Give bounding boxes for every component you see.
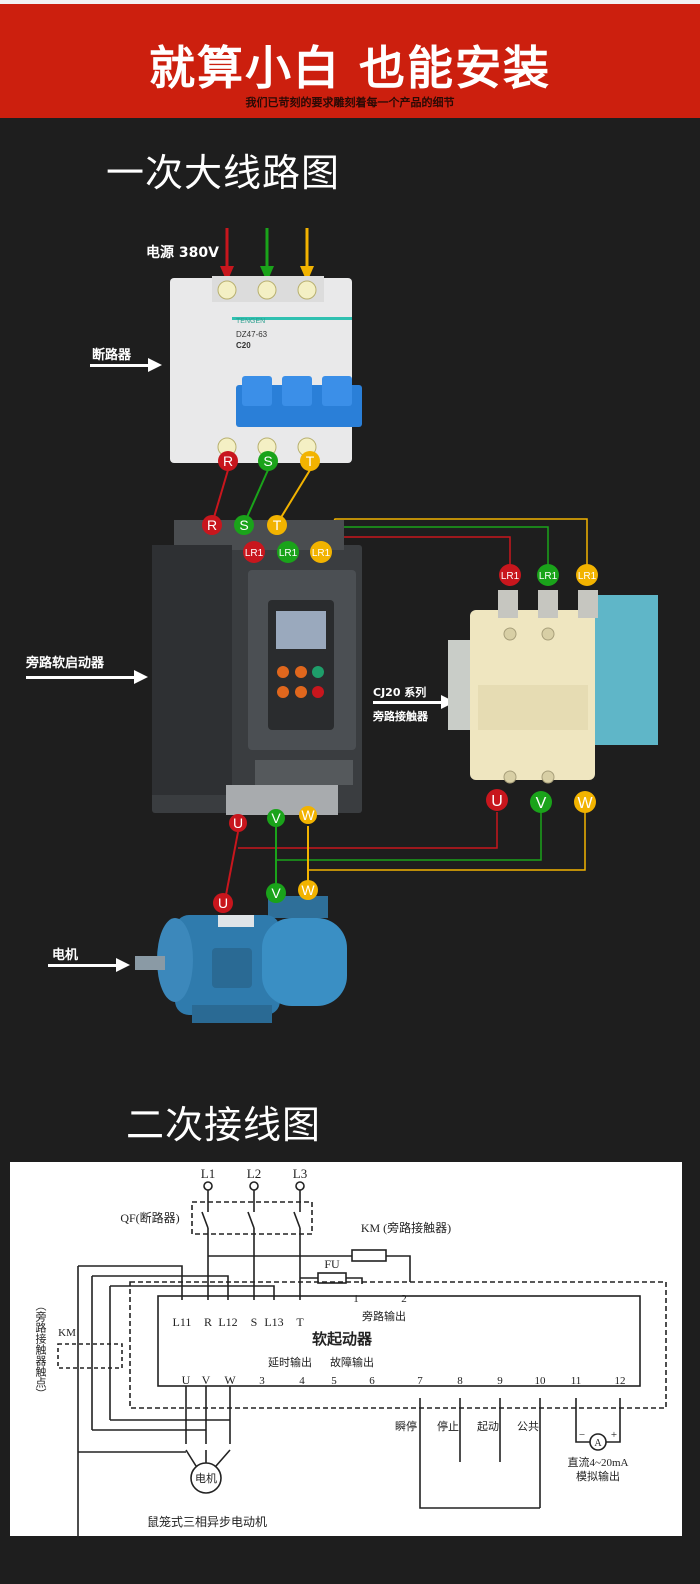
badge-lr1: LR1	[279, 548, 298, 559]
line-l3: L3	[293, 1166, 307, 1181]
badge-lr1: LR1	[245, 548, 264, 559]
terminal-8: 8	[457, 1375, 463, 1387]
terminal-l13: L13	[264, 1315, 283, 1329]
terminal-r: R	[204, 1315, 212, 1329]
badge-s: S	[263, 453, 272, 469]
terminal-4: 4	[299, 1375, 305, 1387]
power-label: 电源 380V	[146, 245, 219, 261]
analog-output-line1: 直流4~20mA	[568, 1455, 629, 1469]
terminal-3: 3	[259, 1375, 265, 1387]
motor-in-badges: U V W	[213, 880, 318, 913]
softstarter-label: 旁路软启动器	[26, 656, 105, 671]
badge-lr1: LR1	[501, 571, 520, 582]
ammeter-icon: A	[594, 1438, 602, 1449]
badge-w: W	[301, 807, 315, 823]
starter-name: 软起动器	[312, 1330, 373, 1348]
contactor-in-badges: LR1 LR1 LR1	[499, 564, 598, 586]
breaker-out-badges: R S T	[218, 451, 320, 471]
motor-label: 电机	[52, 948, 79, 963]
line-l1: L1	[201, 1166, 215, 1181]
secondary-circuit-title: 二次接线图	[126, 1103, 322, 1147]
label-instant-stop: 瞬停	[395, 1419, 417, 1433]
analog-minus: −	[579, 1429, 585, 1441]
circuit-breaker: TENGEN DZ47-63 C20	[170, 276, 362, 463]
top-border	[0, 0, 700, 4]
delay-output-label: 延时输出	[268, 1355, 312, 1369]
primary-circuit-title: 一次大线路图	[106, 151, 341, 195]
starter-in-badges: R S T	[202, 515, 287, 535]
badge-u: U	[218, 895, 228, 911]
km-contact-side-label: （旁路接触器触点）	[34, 1300, 47, 1399]
svg-text:C20: C20	[236, 341, 251, 350]
banner-subtitle: 我们已苛刻的要求雕刻着每一个产品的细节	[245, 96, 455, 109]
terminal-v: V	[202, 1373, 211, 1387]
label-common: 公共	[517, 1420, 539, 1433]
badge-v: V	[536, 795, 547, 812]
terminal-11: 11	[571, 1375, 582, 1387]
terminal-s: S	[251, 1315, 258, 1329]
bypass-terminal-1: 1	[353, 1293, 359, 1305]
badge-w: W	[577, 795, 593, 812]
starter-bypass-badges: LR1 LR1 LR1	[243, 541, 332, 563]
bypass-output-label: 旁路输出	[362, 1309, 406, 1323]
motor	[135, 896, 347, 1023]
badge-lr1: LR1	[539, 571, 558, 582]
starter-out-badges: U V W	[229, 806, 317, 832]
badge-r: R	[207, 517, 217, 533]
terminal-9: 9	[497, 1375, 503, 1387]
bypass-contactor	[448, 590, 658, 784]
km-contact-label: KM	[58, 1327, 76, 1339]
terminal-u: U	[182, 1373, 191, 1387]
badge-u: U	[491, 793, 503, 810]
terminal-w: W	[224, 1373, 236, 1387]
svg-text:DZ47-63: DZ47-63	[236, 330, 268, 339]
analog-plus: +	[611, 1429, 617, 1441]
terminal-5: 5	[331, 1375, 337, 1387]
terminal-l11: L11	[173, 1315, 192, 1329]
softstarter-arrow-icon	[26, 670, 148, 684]
qf-label: QF(断路器)	[120, 1210, 179, 1225]
contactor-series-label: CJ20 系列	[373, 686, 427, 699]
wiring-diagram-panel	[10, 1162, 682, 1536]
primary-circuit-illustration: TENGEN DZ47-63 C20	[135, 228, 658, 1023]
badge-lr1: LR1	[312, 548, 331, 559]
terminal-6: 6	[369, 1375, 375, 1387]
motor-arrow-icon	[48, 958, 130, 972]
soft-starter	[152, 520, 362, 815]
power-input-arrows	[220, 228, 314, 282]
motor-symbol: 电机	[195, 1471, 217, 1485]
breaker-label: 断路器	[92, 348, 132, 363]
banner-title: 就算小白 也能安装	[148, 41, 551, 95]
label-stop: 停止	[437, 1419, 459, 1433]
contactor-out-badges: U V W	[486, 789, 596, 813]
header-banner: 就算小白 也能安装 我们已苛刻的要求雕刻着每一个产品的细节	[0, 4, 700, 118]
motor-caption: 鼠笼式三相异步电动机	[147, 1514, 267, 1529]
badge-u: U	[233, 815, 243, 831]
badge-s: S	[239, 517, 248, 533]
contactor-label: 旁路接触器	[373, 710, 428, 723]
badge-w: W	[301, 882, 315, 898]
terminal-l12: L12	[218, 1315, 237, 1329]
fault-output-label: 故障输出	[330, 1355, 374, 1369]
badge-t: T	[306, 453, 315, 469]
line-l2: L2	[247, 1166, 261, 1181]
terminal-12: 12	[615, 1375, 626, 1387]
badge-v: V	[271, 885, 281, 901]
bypass-terminal-2: 2	[401, 1293, 407, 1305]
km-coil-label: KM (旁路接触器)	[361, 1220, 451, 1235]
svg-text:TENGEN: TENGEN	[236, 318, 265, 325]
fu-label: FU	[324, 1257, 340, 1271]
terminal-t: T	[296, 1315, 304, 1329]
terminal-10: 10	[535, 1375, 547, 1387]
badge-v: V	[271, 810, 281, 826]
badge-lr1: LR1	[578, 571, 597, 582]
analog-output-line2: 模拟输出	[576, 1469, 620, 1483]
terminal-badges: R S T R S T LR1 LR1 LR1 LR1 LR1 LR1 U V …	[202, 451, 598, 913]
label-start: 起动	[477, 1420, 499, 1433]
breaker-arrow-icon	[90, 358, 162, 372]
badge-t: T	[273, 517, 282, 533]
terminal-7: 7	[417, 1375, 423, 1387]
badge-r: R	[223, 453, 233, 469]
